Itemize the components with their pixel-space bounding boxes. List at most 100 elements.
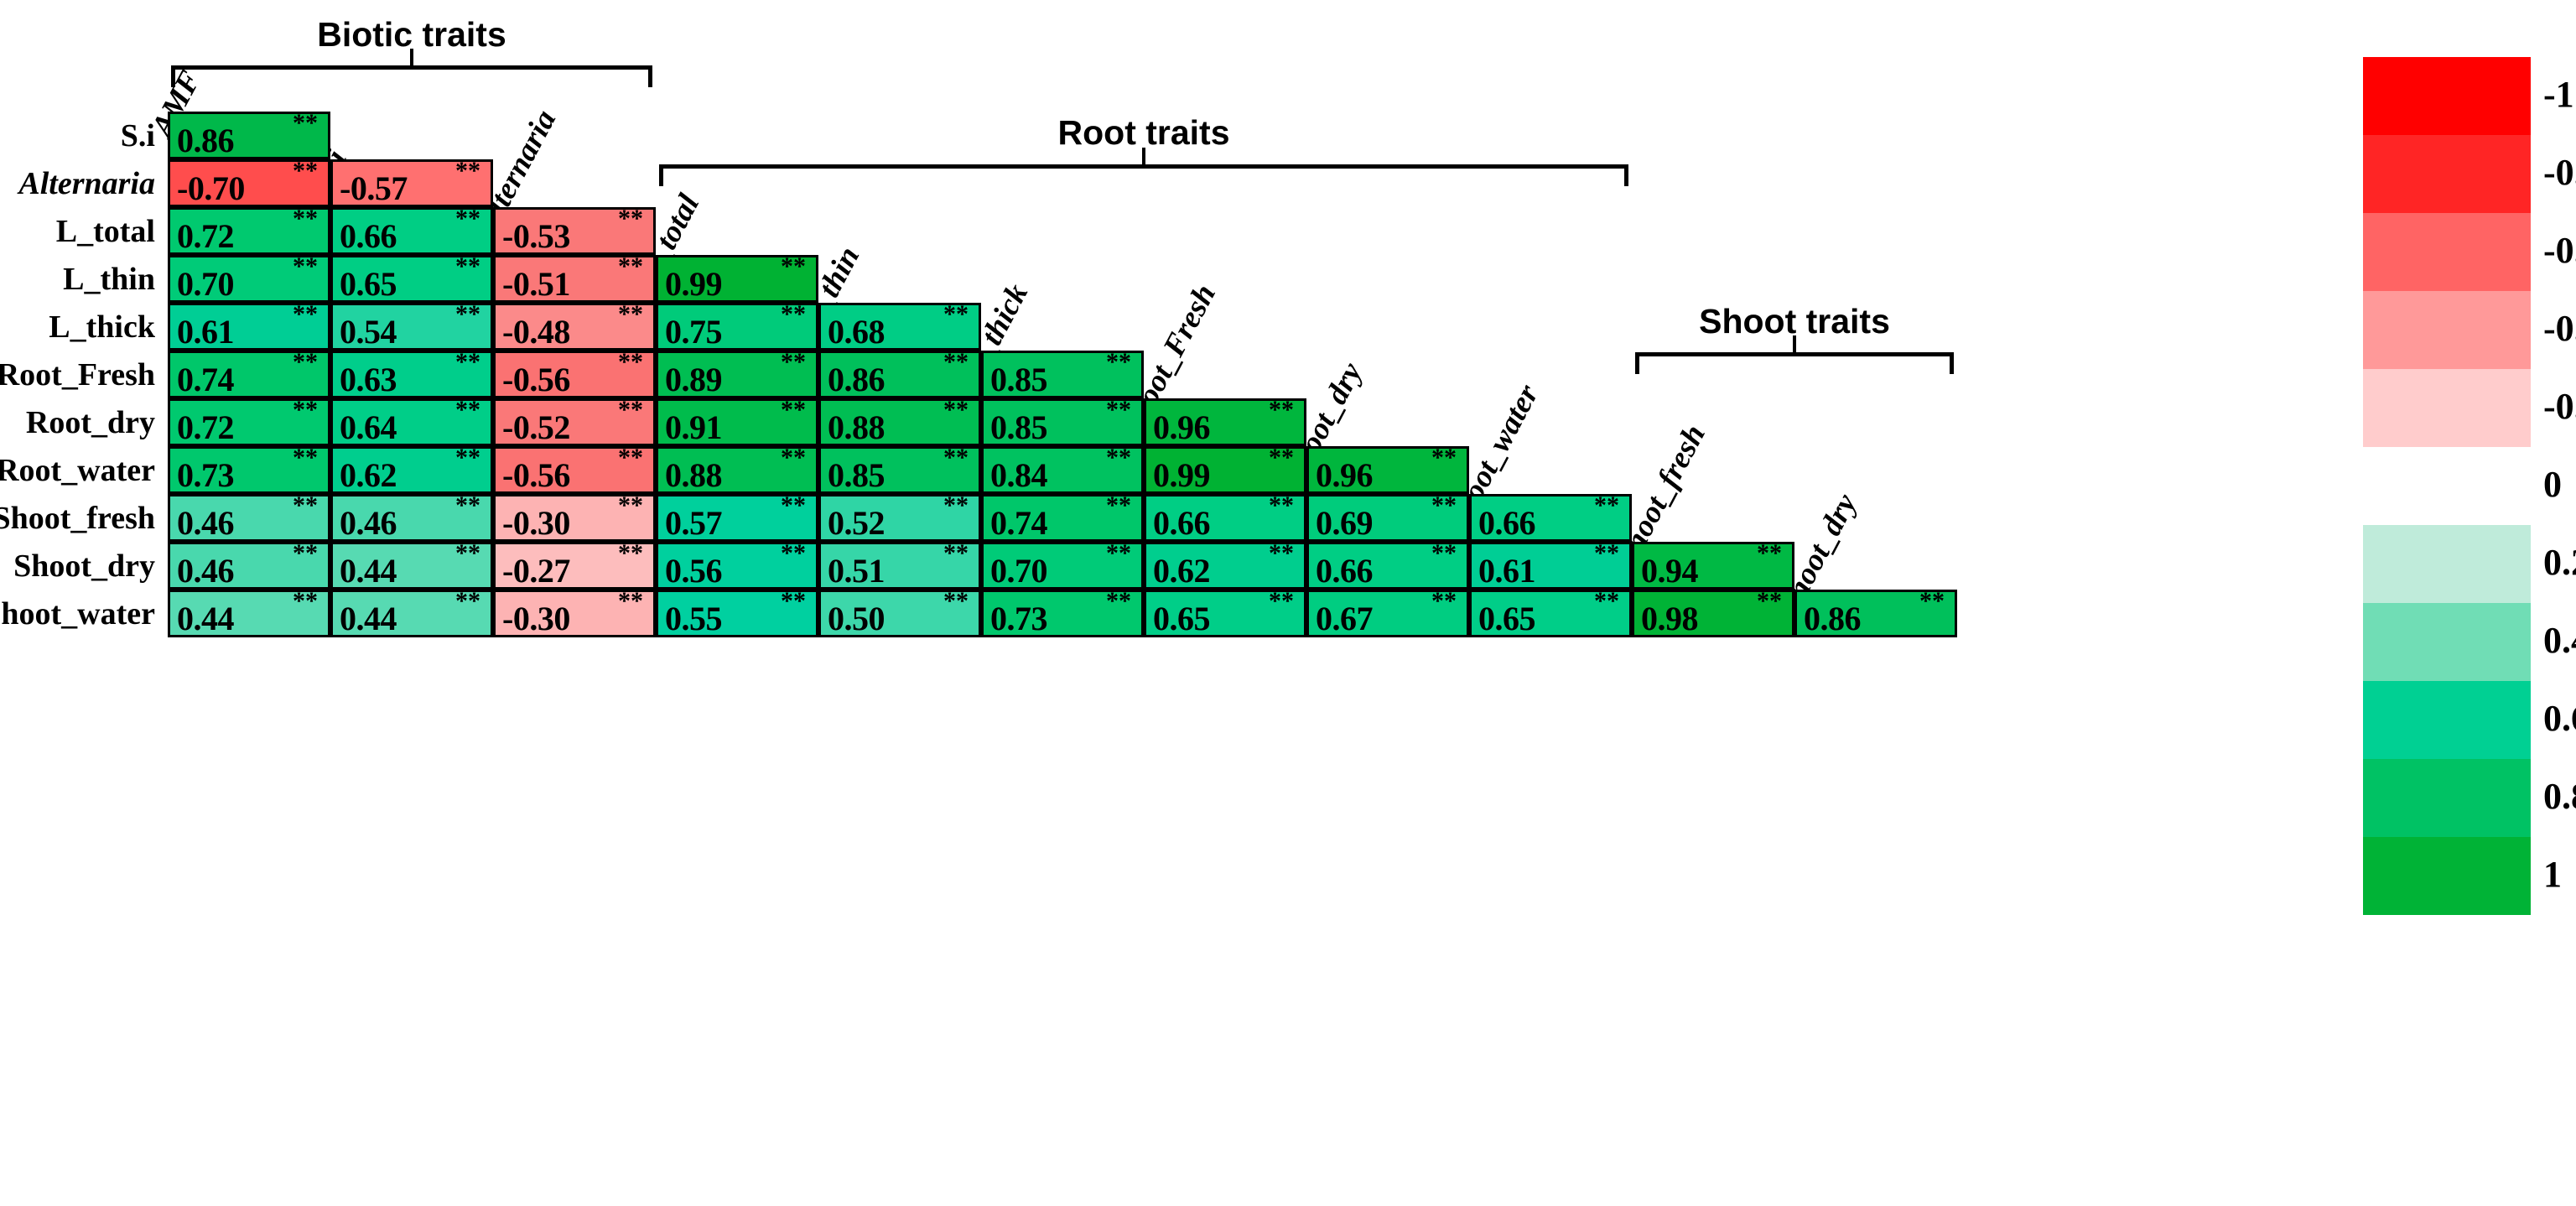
bracket-center-tick [410,49,413,67]
row-label-s-i: S.i [0,112,155,159]
group-header-shoot-traits: Shoot traits [1699,302,1890,340]
heatmap-cell: **-0.30 [493,589,656,637]
correlation-value: 0.84 [990,456,1048,494]
correlation-value: 0.55 [665,600,723,637]
heatmap-cell: **0.70 [981,539,1144,590]
significance-marker: ** [455,252,480,280]
heatmap-cell: **0.75 [656,302,818,351]
significance-marker: ** [1919,587,1945,615]
significance-marker: ** [455,157,480,185]
correlation-value: 0.99 [665,265,723,303]
significance-marker: ** [943,444,969,471]
significance-marker: ** [293,205,318,232]
heatmap-cell: **0.88 [656,444,818,494]
colorbar-tick-label: -0.2 [2543,385,2576,427]
significance-marker: ** [455,444,480,471]
significance-marker: ** [618,491,643,519]
correlation-value: 0.66 [1316,552,1374,590]
row-label-text: Root_dry [25,404,155,440]
heatmap-cell: **0.44 [330,587,493,637]
heatmap-cell: ** 0.99 [1144,444,1306,494]
significance-marker: ** [781,587,806,615]
correlation-value: 0.73 [177,456,235,494]
significance-marker: ** [455,491,480,519]
heatmap-cell: ** 0.55 [656,587,818,637]
heatmap-cell: **0.44 [330,539,493,590]
correlation-value: -0.30 [502,504,570,542]
bracket-center-tick [1793,335,1796,354]
heatmap-cell: ** 0.85 [818,444,981,494]
correlation-value: 0.62 [340,456,397,494]
significance-marker: ** [455,587,480,615]
significance-marker: ** [1594,539,1619,567]
correlation-value: -0.53 [502,217,570,255]
colorbar-tick-label: 0.6 [2543,697,2576,739]
correlation-value: 0.62 [1153,552,1211,590]
heatmap-cell: **0.74 [981,491,1144,542]
significance-marker: ** [781,444,806,471]
correlation-value: 0.56 [665,552,723,590]
heatmap-cell: **-0.52 [493,398,656,446]
heatmap-cell: **0.89 [656,350,818,398]
colorbar-tick-label: 0.8 [2543,775,2576,817]
bracket-right-end [648,65,652,87]
significance-marker: ** [1106,491,1131,519]
heatmap-cell: **0.84 [981,445,1144,494]
group-header-biotic-traits: Biotic traits [317,15,506,54]
heatmap-cell: **0.61 [168,302,330,351]
row-label-l-thin: L_thin [0,255,155,303]
heatmap-cell: **0.46 [330,491,493,542]
row-label-shoot-fresh: Shoot_fresh [0,494,155,542]
significance-marker: ** [943,348,969,376]
correlation-value: 0.85 [828,456,886,494]
correlation-value: 0.99 [1153,456,1211,494]
correlation-value: -0.56 [502,456,570,494]
significance-marker: ** [943,539,969,567]
row-label-shoot-dry: Shoot_dry [0,542,155,590]
significance-marker: ** [781,491,806,519]
heatmap-cell: **0.85 [981,350,1144,398]
row-label-text: S.i [120,117,155,153]
significance-marker: ** [1431,539,1457,567]
significance-marker: ** [1431,587,1457,615]
significance-marker: ** [1269,396,1294,424]
row-label-alternaria: Alternaria [0,159,155,207]
row-label-text: Shoot_fresh [0,500,155,536]
significance-marker: ** [1269,444,1294,471]
significance-marker: ** [1594,587,1619,615]
bracket-bar [659,164,1628,169]
significance-marker: ** [293,444,318,471]
heatmap-cell: ** 0.88 [818,398,981,446]
significance-marker: ** [1269,491,1294,519]
significance-marker: ** [1594,491,1619,519]
heatmap-cell: **0.65 [1144,589,1306,637]
correlation-value: 0.86 [1804,600,1862,637]
significance-marker: ** [943,396,969,424]
correlation-value: 0.88 [828,408,886,446]
significance-marker: ** [455,539,480,567]
correlation-value: 0.75 [665,313,723,351]
colorbar-band [2363,837,2531,915]
colorbar-band [2363,213,2531,291]
row-label-text: Root_Fresh [0,356,155,392]
bracket-bar [1635,352,1954,356]
correlation-value: 0.85 [990,361,1048,398]
correlation-value: 0.98 [1641,600,1699,637]
correlation-value: 0.96 [1316,456,1374,494]
correlation-value: 0.86 [828,361,886,398]
significance-marker: ** [781,396,806,424]
correlation-value: 0.46 [177,552,235,590]
colorbar-band [2363,681,2531,759]
heatmap-cell: **0.46 [168,493,330,542]
heatmap-cell: **0.63 [330,350,493,398]
heatmap-cell: **0.66 [330,206,493,255]
row-label-text: Alternaria [18,165,155,201]
significance-marker: ** [618,205,643,232]
heatmap-cell: **0.91 [656,398,818,446]
heatmap-cell: **-0.27 [493,541,656,590]
bracket-right-end [1950,352,1954,374]
heatmap-cell: **-0.48 [493,302,656,351]
heatmap-cell: **0.61 [1469,539,1632,590]
significance-marker: ** [1106,539,1131,567]
colorbar-band [2363,57,2531,135]
